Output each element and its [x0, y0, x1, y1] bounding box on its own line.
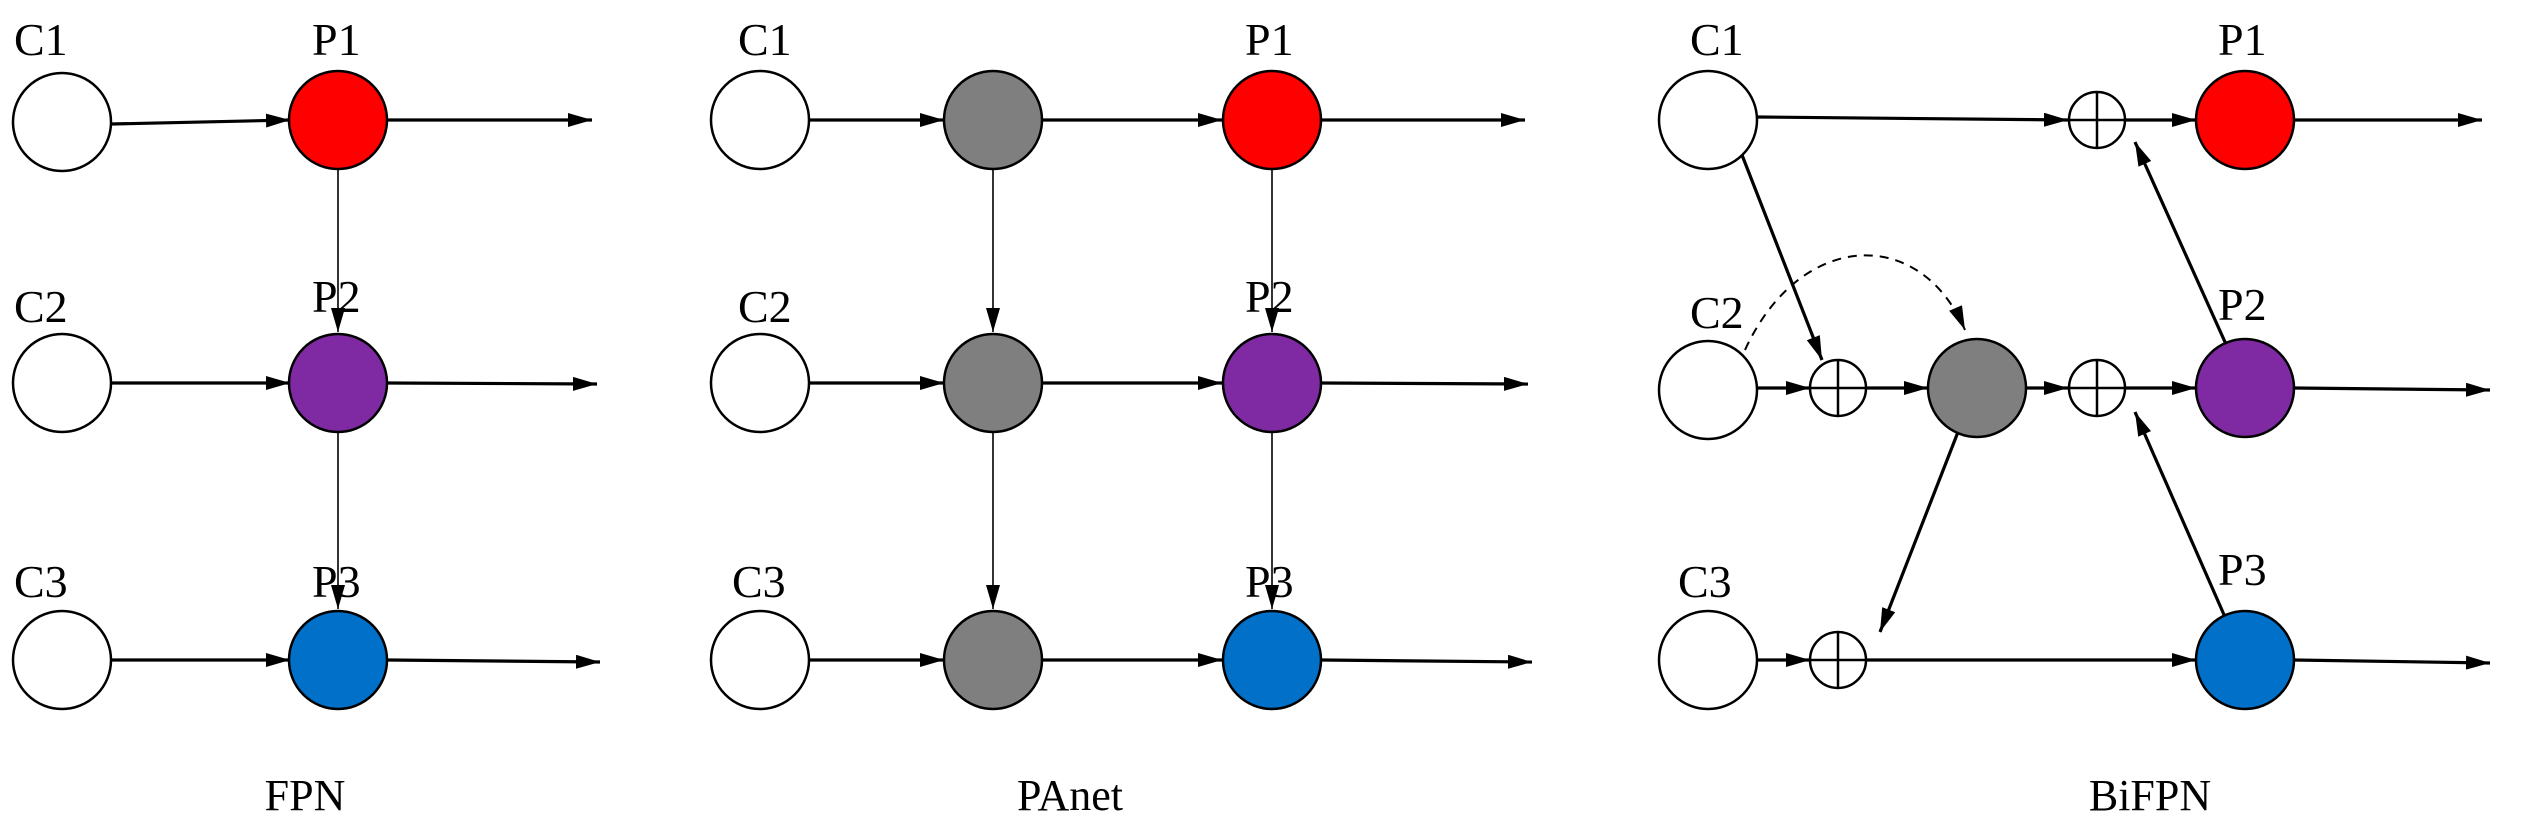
- bifpn-sum-node-3: [2067, 358, 2127, 418]
- panet-node-c1: [709, 69, 811, 171]
- bifpn-edge-c1-sum1: [1757, 112, 2069, 127]
- bifpn-edge-p3-sum3: [2133, 411, 2227, 618]
- panet-node-c3: [709, 609, 811, 711]
- panet-label-c2: C2: [738, 281, 792, 332]
- fpn-node-c3: [11, 609, 113, 711]
- bifpn-node-p2: [2194, 337, 2296, 439]
- fpn-node-c2: [11, 332, 113, 434]
- fpn-label-c1: C1: [14, 14, 68, 65]
- bifpn-edge-gray-sum4: [1878, 431, 1960, 633]
- fpn-label-p1: P1: [312, 14, 361, 65]
- bifpn-label-c2: C2: [1690, 287, 1744, 338]
- bifpn-caption: BiFPN: [2089, 771, 2211, 820]
- panet-label-c1: C1: [738, 14, 792, 65]
- panet-node-gray-3: [942, 609, 1044, 711]
- panet-node-gray-1: [942, 69, 1044, 171]
- bifpn-sum-node-1: [2067, 90, 2127, 150]
- bifpn-node-gray: [1926, 337, 2028, 439]
- panet-caption: PAnet: [1017, 771, 1123, 820]
- bifpn-output-p2: [2293, 382, 2491, 397]
- bifpn-panel: C1 C2 C3 P1 P2 P3 BiFPN: [1657, 14, 2491, 820]
- bifpn-node-c1: [1657, 69, 1759, 171]
- panet-node-p3: [1221, 609, 1323, 711]
- panet-output-p3: [1321, 654, 1533, 669]
- panet-label-p3: P3: [1245, 556, 1294, 607]
- bifpn-edge-p2-sum1: [2133, 141, 2227, 343]
- bifpn-node-p1: [2194, 69, 2296, 171]
- bifpn-output-p3: [2293, 655, 2491, 670]
- panet-node-p1: [1221, 69, 1323, 171]
- bifpn-label-c3: C3: [1678, 556, 1732, 607]
- bifpn-node-p3: [2194, 609, 2296, 711]
- fpn-panel: C1 C2 C3 P1 P2 P3 FPN: [11, 14, 601, 820]
- fpn-node-p2: [287, 332, 389, 434]
- bifpn-label-c1: C1: [1690, 14, 1744, 65]
- panet-panel: C1 C2 C3 P1 P2 P3 PAnet: [709, 14, 1533, 820]
- panet-node-gray-2: [942, 332, 1044, 434]
- fpn-node-p3: [287, 609, 389, 711]
- bifpn-label-p1: P1: [2218, 14, 2267, 65]
- fpn-label-c3: C3: [14, 556, 68, 607]
- fpn-node-c1: [11, 71, 113, 173]
- panet-label-p1: P1: [1245, 14, 1294, 65]
- panet-label-p2: P2: [1245, 271, 1294, 322]
- bifpn-label-p2: P2: [2218, 279, 2267, 330]
- bifpn-label-p3: P3: [2218, 544, 2267, 595]
- bifpn-node-c2: [1657, 339, 1759, 441]
- panet-node-c2: [709, 332, 811, 434]
- fpn-label-p2: P2: [312, 271, 361, 322]
- panet-output-p2: [1321, 376, 1529, 391]
- fpn-node-p1: [287, 69, 389, 171]
- panet-label-c3: C3: [732, 556, 786, 607]
- bifpn-edge-c1-sum2: [1740, 154, 1824, 361]
- bifpn-sum-node-4: [1808, 630, 1868, 690]
- bifpn-node-c3: [1657, 609, 1759, 711]
- panet-node-p2: [1221, 332, 1323, 434]
- fpn-output-p2: [387, 376, 598, 391]
- bifpn-sum-node-2: [1808, 358, 1868, 418]
- bifpn-edge-c2-gray-skip: [1744, 254, 1966, 351]
- fpn-label-p3: P3: [312, 556, 361, 607]
- fpn-output-p3: [387, 654, 601, 669]
- fpn-caption: FPN: [265, 771, 346, 820]
- fpn-label-c2: C2: [14, 281, 68, 332]
